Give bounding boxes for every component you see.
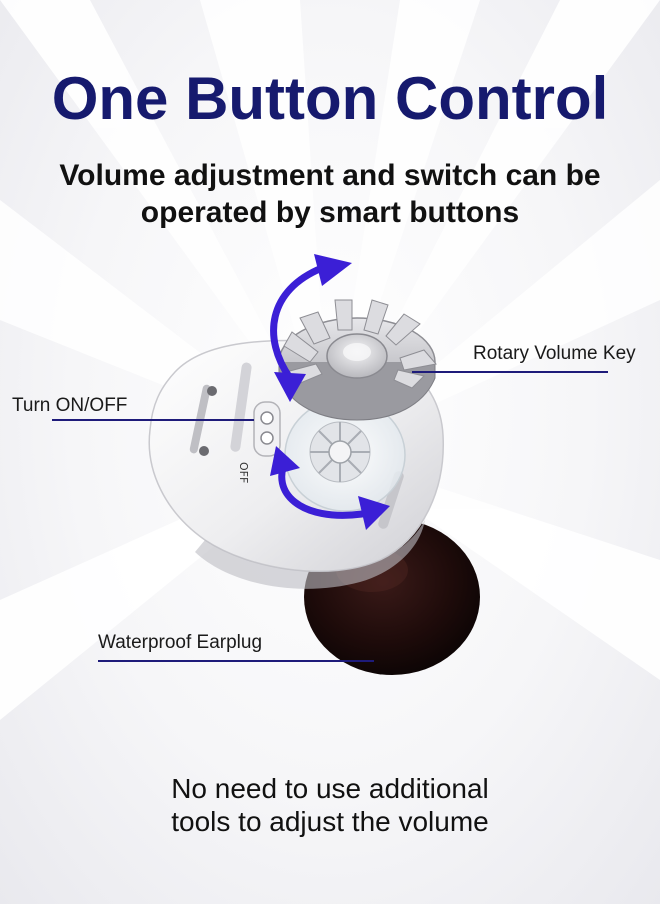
page-title: One Button Control [51,65,609,132]
power-switch[interactable] [253,401,281,457]
arrowheads [270,254,390,530]
callout-line-power [52,419,254,421]
callout-line-earplug [98,660,374,662]
footer-note: No need to use additional tools to adjus… [0,772,660,838]
footer-line-1: No need to use additional [171,773,489,804]
callout-rotary-volume-key: Rotary Volume Key [473,343,636,364]
page-subtitle: Volume adjustment and switch can be oper… [20,157,640,231]
subtitle-line-1: Volume adjustment and switch can be [59,159,601,192]
callout-turn-on-off: Turn ON/OFF [12,395,128,416]
subtitle-line-2: operated by smart buttons [140,196,520,229]
rotary-volume-knob[interactable] [278,299,437,421]
arrowhead-left [270,446,300,476]
callout-line-rotary [412,371,608,373]
inner-chamber [284,398,406,512]
arrowhead-bottom [358,496,390,530]
footer-line-2: tools to adjust the volume [171,806,489,837]
arrowhead-middle [274,372,306,402]
callout-waterproof-earplug: Waterproof Earplug [98,632,263,653]
arrowhead-top [314,254,352,286]
switch-marking: OFF [237,462,250,483]
arrow-top-arc [270,264,326,382]
